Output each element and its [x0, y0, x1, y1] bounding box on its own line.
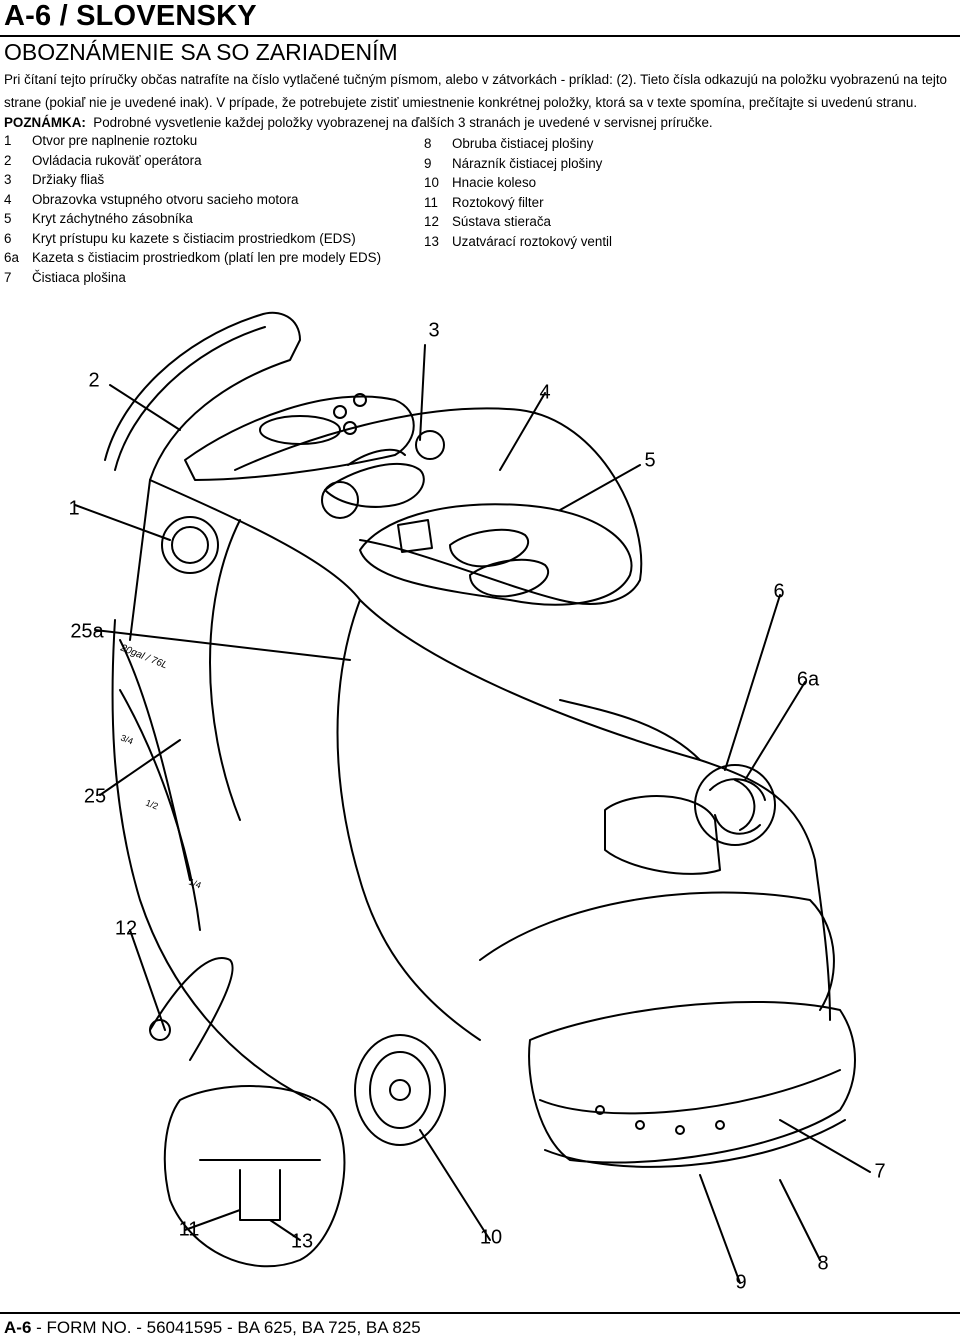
- part-name: Sústava stierača: [452, 214, 551, 229]
- callout-12: 12: [114, 917, 138, 940]
- list-item: 1 Otvor pre naplnenie roztoku: [4, 131, 381, 151]
- gauge-label-half: 1/2: [144, 798, 159, 812]
- part-number: 9: [424, 155, 432, 171]
- list-item: 10 Hnacie koleso: [424, 173, 612, 193]
- gauge-label-three-quarter: 3/4: [119, 733, 134, 747]
- part-number: 11: [424, 194, 438, 210]
- part-name: Roztokový filter: [452, 194, 544, 210]
- callout-4: 4: [539, 381, 551, 404]
- gauge-label-quarter: 1/4: [187, 877, 202, 891]
- part-name: Ovládacia rukoväť operátora: [32, 152, 202, 168]
- machine-drawing: 20gal / 76L 3/4 1/2 1/4: [74, 311, 871, 1284]
- callout-13: 13: [290, 1230, 314, 1253]
- part-number: 6: [4, 230, 12, 246]
- part-name: Hnacie koleso: [452, 175, 537, 190]
- part-number: 2: [4, 152, 12, 168]
- part-number: 7: [4, 269, 12, 285]
- callout-25a: 25a: [70, 620, 104, 643]
- callout-8: 8: [817, 1252, 829, 1275]
- callout-9: 9: [735, 1271, 747, 1294]
- title-divider: [0, 35, 960, 37]
- note-paragraph: POZNÁMKA: Podrobné vysvetlenie každej po…: [4, 113, 954, 133]
- part-number: 5: [4, 211, 12, 226]
- callout-10: 10: [479, 1226, 503, 1249]
- callout-6a: 6a: [796, 668, 820, 691]
- footer-page-ref: A-6: [4, 1318, 32, 1337]
- callout-7: 7: [874, 1160, 886, 1183]
- part-name: Kazeta s čistiacim prostriedkom (platí l…: [32, 250, 382, 265]
- callout-6: 6: [773, 580, 785, 603]
- part-number: 6a: [4, 250, 19, 265]
- list-item: 6 Kryt prístupu ku kazete s čistiacim pro…: [4, 229, 381, 249]
- note-label: POZNÁMKA:: [4, 115, 86, 130]
- callout-3: 3: [428, 319, 440, 342]
- list-item: 12 Sústava stierača: [424, 212, 612, 232]
- callout-1: 1: [68, 497, 80, 520]
- part-name: Kryt prístupu ku kazete s čistiacim pros…: [32, 230, 356, 246]
- parts-list-right: 8 Obruba čistiacej plošiny 9 Nárazník čist…: [424, 134, 612, 251]
- part-number: 3: [4, 172, 12, 187]
- list-item: 13 Uzatvárací roztokový ventil: [424, 232, 612, 252]
- list-item: 3 Držiaky fliaš: [4, 170, 381, 190]
- parts-list-left: 1 Otvor pre naplnenie roztoku 2 Ovládacia …: [4, 131, 381, 287]
- list-item: 4 Obrazovka vstupného otvoru sacieho moto…: [4, 190, 381, 210]
- list-item: 5 Kryt záchytného zásobníka: [4, 209, 381, 229]
- note-text: Podrobné vysvetlenie každej položky vyob…: [93, 115, 713, 130]
- part-name: Uzatvárací roztokový ventil: [452, 233, 613, 249]
- part-number: 1: [4, 133, 12, 148]
- list-item: 6a Kazeta s čistiacim prostriedkom (platí…: [4, 248, 381, 268]
- part-name: Obrazovka vstupného otvoru sacieho motor…: [32, 191, 299, 207]
- footer: A-6 - FORM NO. - 56041595 - BA 625, BA 7…: [4, 1318, 421, 1338]
- callout-2: 2: [88, 369, 100, 392]
- part-number: 12: [424, 214, 439, 229]
- part-name: Čistiaca plošina: [32, 269, 126, 285]
- part-name: Kryt záchytného zásobníka: [32, 211, 193, 226]
- list-item: 2 Ovládacia rukoväť operátora: [4, 151, 381, 171]
- list-item: 8 Obruba čistiacej plošiny: [424, 134, 612, 154]
- part-number: 4: [4, 191, 12, 207]
- intro-paragraph: Pri čítaní tejto príručky občas natrafít…: [4, 72, 948, 110]
- list-item: 11 Roztokový filter: [424, 193, 612, 213]
- footer-text: - FORM NO. - 56041595 - BA 625, BA 725, …: [31, 1318, 421, 1337]
- gauge-label-top: 20gal / 76L: [118, 642, 169, 671]
- callout-11: 11: [178, 1218, 200, 1241]
- list-item: 9 Nárazník čistiacej plošiny: [424, 154, 612, 174]
- callout-5: 5: [644, 449, 656, 472]
- footer-divider: [0, 1312, 960, 1314]
- callout-25: 25: [83, 785, 107, 808]
- part-number: 13: [424, 233, 439, 249]
- part-number: 10: [424, 175, 439, 190]
- section-title: OBOZNÁMENIE SA SO ZARIADENÍM: [4, 39, 398, 65]
- list-item: 7 Čistiaca plošina: [4, 268, 381, 288]
- part-name: Nárazník čistiacej plošiny: [452, 155, 603, 171]
- part-name: Obruba čistiacej plošiny: [452, 136, 594, 151]
- part-name: Otvor pre naplnenie roztoku: [32, 133, 198, 148]
- part-number: 8: [424, 136, 432, 151]
- page-title: A-6 / SLOVENSKY: [4, 0, 257, 32]
- part-name: Držiaky fliaš: [32, 172, 105, 187]
